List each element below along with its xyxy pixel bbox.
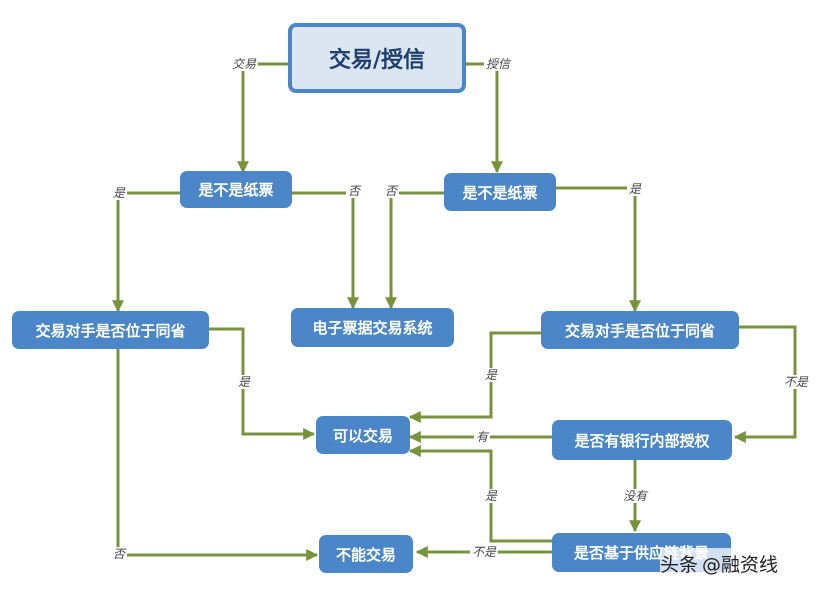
edge-paper-right-no	[385, 191, 444, 310]
edge-label-no-prov-left: 否	[110, 547, 128, 561]
edge-label-yes-prov-left: 是	[235, 375, 253, 389]
watermark: 头条 @融资线	[660, 548, 820, 578]
paper-check-right-node: 是不是纸票	[444, 173, 556, 211]
edge-label-trade: 交易	[229, 57, 259, 71]
same-province-right-node: 交易对手是否位于同省	[541, 311, 739, 349]
edge-label-credit: 授信	[483, 57, 513, 71]
edge-prov-left-no	[116, 348, 319, 561]
edge-label-has-auth: 有	[473, 430, 491, 444]
edge-label-no-paper-right: 否	[382, 184, 400, 198]
edge-label-yes-paper-left: 是	[110, 186, 128, 200]
edge-label-yes-prov-right: 是	[482, 368, 500, 382]
edge-label-notyes-supply: 不是	[469, 545, 499, 559]
edge-supply-yes	[408, 445, 552, 543]
electronic-system-node: 电子票据交易系统	[291, 308, 454, 347]
paper-check-left-node: 是不是纸票	[180, 171, 292, 208]
edge-label-no-auth: 没有	[620, 489, 650, 503]
same-province-left-node: 交易对手是否位于同省	[12, 311, 209, 349]
edge-label-notyes-prov-right: 不是	[781, 375, 811, 389]
watermark-platform: 头条	[660, 553, 699, 576]
edge-paper-right-yes	[556, 186, 641, 313]
root-node: 交易/授信	[288, 23, 466, 93]
bank-authorization-node: 是否有银行内部授权	[552, 420, 732, 460]
can-trade-node: 可以交易	[316, 416, 410, 454]
edge-root-to-paper-left	[237, 62, 288, 174]
watermark-account: @融资线	[702, 553, 779, 576]
edge-paper-left-yes	[112, 191, 180, 313]
edge-root-to-paper-right	[465, 62, 503, 174]
edge-label-yes-supply: 是	[482, 489, 500, 503]
cannot-trade-node: 不能交易	[319, 535, 413, 573]
edge-paper-left-no	[291, 191, 359, 310]
edge-label-no-paper-left: 否	[345, 184, 363, 198]
edge-label-yes-paper-right: 是	[626, 182, 644, 196]
